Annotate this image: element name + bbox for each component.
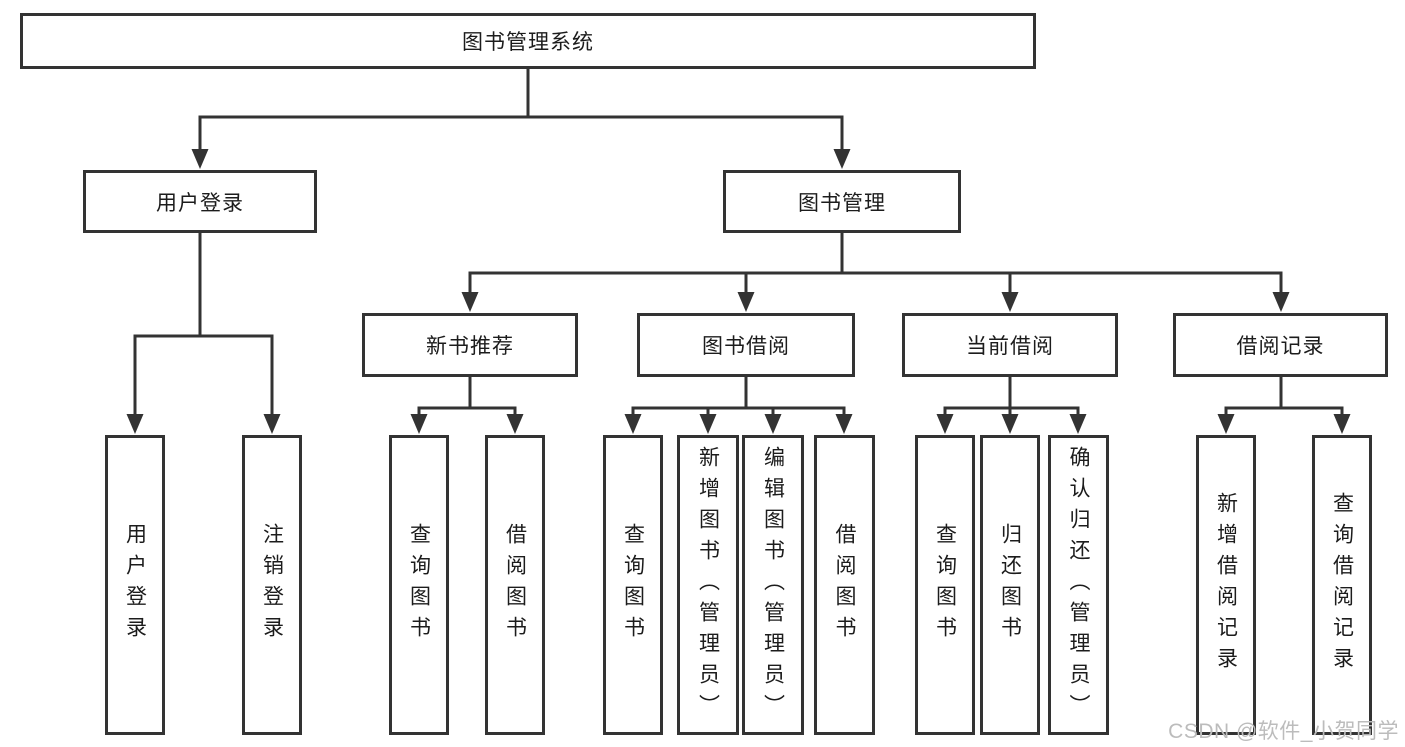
leaf-label: 借阅图书 xyxy=(833,523,856,647)
arrowhead-down-icon xyxy=(624,414,642,434)
arrowhead-down-icon xyxy=(263,414,281,434)
arrowhead-down-icon xyxy=(506,414,524,434)
arrowhead-down-icon xyxy=(1069,414,1087,434)
leaf-query-books-current: 查询图书 xyxy=(915,435,975,735)
leaf-label: 查询图书 xyxy=(621,523,645,647)
arrowhead-down-icon xyxy=(835,414,853,434)
node-book-borrow-label: 图书借阅 xyxy=(702,335,790,358)
arrowhead-down-icon xyxy=(1217,414,1235,434)
leaf-logout: 注销登录 xyxy=(242,435,302,735)
leaf-label: 查询图书 xyxy=(933,523,957,647)
arrowhead-down-icon xyxy=(699,414,717,434)
leaf-label: 新增借阅记录 xyxy=(1214,492,1238,678)
node-new-book-recommend: 新书推荐 xyxy=(362,313,578,377)
node-new-book-recommend-label: 新书推荐 xyxy=(426,335,514,358)
leaf-return-books: 归还图书 xyxy=(980,435,1040,735)
leaf-query-books-borrow: 查询图书 xyxy=(603,435,663,735)
watermark: CSDN @软件_小贺同学 xyxy=(1168,720,1399,743)
arrowhead-down-icon xyxy=(1272,292,1290,312)
arrowhead-down-icon xyxy=(1333,414,1351,434)
leaf-label: 新增图书（管理员） xyxy=(696,445,720,725)
arrowhead-down-icon xyxy=(936,414,954,434)
node-user-login-label: 用户登录 xyxy=(156,191,244,215)
node-user-login: 用户登录 xyxy=(83,170,317,233)
leaf-borrow-books: 借阅图书 xyxy=(814,435,875,735)
leaf-label: 用户登录 xyxy=(123,523,147,647)
arrowhead-down-icon xyxy=(126,414,144,434)
node-current-borrow-label: 当前借阅 xyxy=(966,335,1054,358)
arrowhead-down-icon xyxy=(764,414,782,434)
leaf-label: 查询借阅记录 xyxy=(1330,492,1354,678)
node-book-management-label: 图书管理 xyxy=(798,191,886,215)
leaf-label: 编辑图书（管理员） xyxy=(761,445,785,725)
arrowhead-down-icon xyxy=(1001,414,1019,434)
arrowhead-down-icon xyxy=(1001,292,1019,312)
node-current-borrow: 当前借阅 xyxy=(902,313,1118,377)
node-book-borrow: 图书借阅 xyxy=(637,313,855,377)
leaf-label: 归还图书 xyxy=(998,523,1022,647)
leaf-confirm-return-admin: 确认归还（管理员） xyxy=(1048,435,1109,735)
leaf-label: 确认归还（管理员） xyxy=(1067,445,1090,725)
node-borrow-records: 借阅记录 xyxy=(1173,313,1388,377)
node-borrow-records-label: 借阅记录 xyxy=(1236,335,1325,358)
leaf-edit-books-admin: 编辑图书（管理员） xyxy=(742,435,804,735)
leaf-query-books-recommend: 查询图书 xyxy=(389,435,449,735)
node-book-management: 图书管理 xyxy=(723,170,961,233)
leaf-user-login: 用户登录 xyxy=(105,435,165,735)
arrowhead-down-icon xyxy=(410,414,428,434)
leaf-borrow-books-recommend: 借阅图书 xyxy=(485,435,545,735)
arrowhead-down-icon xyxy=(191,149,209,169)
arrowhead-down-icon xyxy=(833,149,851,169)
node-root-label: 图书管理系统 xyxy=(462,31,594,54)
leaf-label: 借阅图书 xyxy=(503,523,527,647)
arrowhead-down-icon xyxy=(461,292,479,312)
node-root: 图书管理系统 xyxy=(20,13,1036,69)
leaf-add-books-admin: 新增图书（管理员） xyxy=(677,435,739,735)
leaf-label: 注销登录 xyxy=(260,523,284,647)
leaf-label: 查询图书 xyxy=(407,523,431,647)
leaf-query-borrow-record: 查询借阅记录 xyxy=(1312,435,1372,735)
leaf-add-borrow-record: 新增借阅记录 xyxy=(1196,435,1256,735)
arrowhead-down-icon xyxy=(737,292,755,312)
